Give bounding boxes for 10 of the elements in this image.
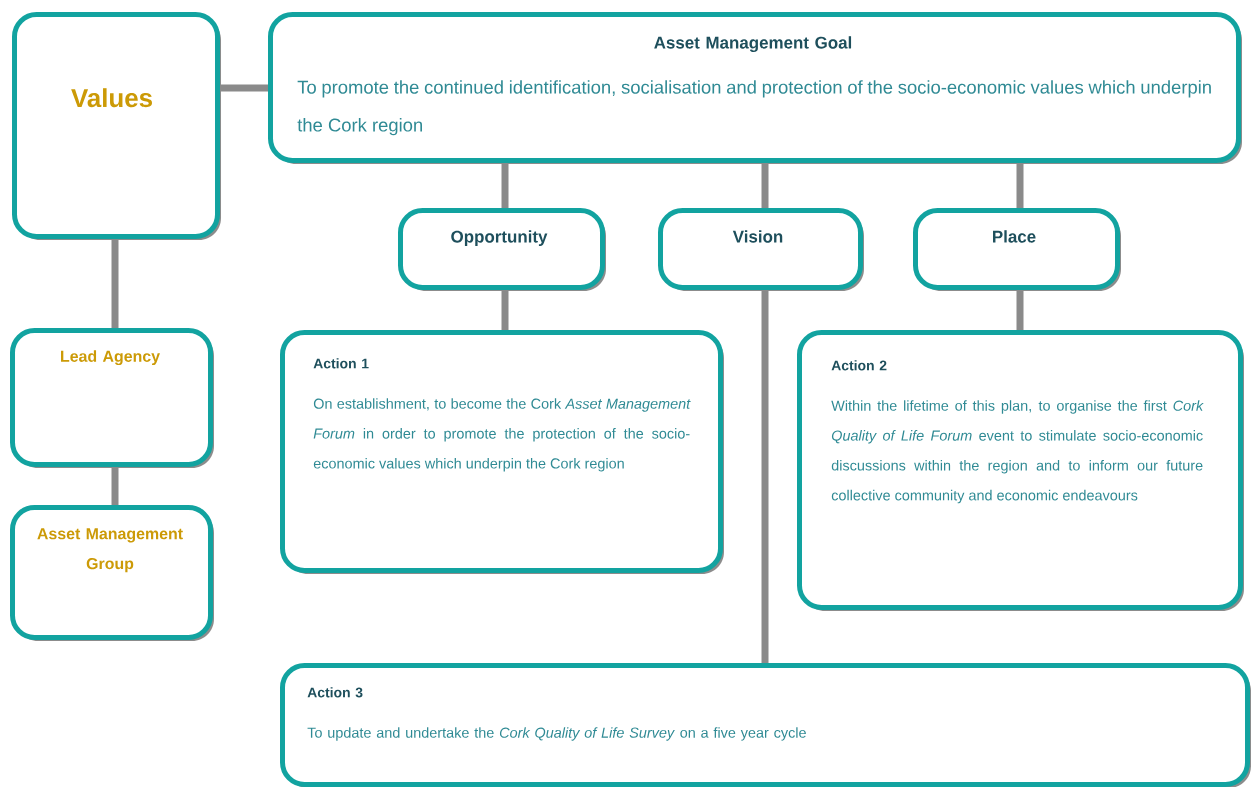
body-text: Within the lifetime of this plan, to organise the first Cork Quality of Life Forum event to stimulate socio-economic discussions within the region and to inform our future collective community and economic endeavours	[831, 400, 1204, 504]
body-text: To promote the continued identification, socialisation and protection of the socio-economic values which underpin the Cork region	[297, 80, 1211, 136]
heading: Action 3	[307, 687, 363, 698]
body-text: To update and undertake the Cork Quality of Life Survey on a five year cycle	[307, 727, 806, 741]
heading: Action 1	[313, 358, 369, 369]
heading: Asset Management Goal	[654, 36, 852, 53]
heading: Vision	[732, 230, 783, 243]
heading: Place	[993, 230, 1036, 243]
heading: Action 2	[831, 360, 887, 371]
body-text: On establishment, to become the Cork Asset Management Forum in order to promote the protection of the socio-economic values which underpin the Cork region	[313, 398, 691, 472]
